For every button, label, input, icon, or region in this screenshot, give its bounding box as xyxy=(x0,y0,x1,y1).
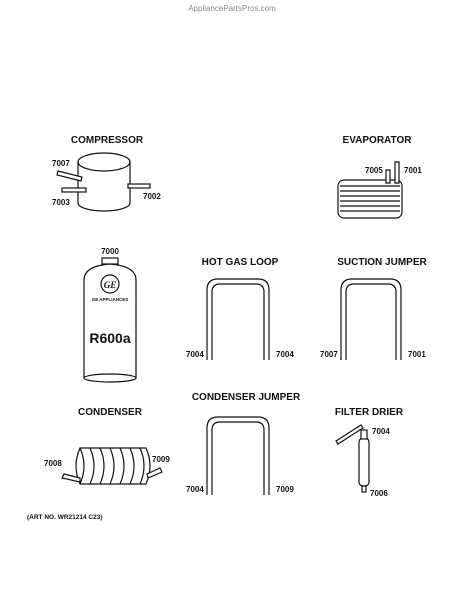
part-label-7001-jumper: 7001 xyxy=(408,350,426,359)
part-label-7004-left: 7004 xyxy=(186,350,204,359)
suction-jumper-group: SUCTION JUMPER 7007 7001 xyxy=(320,257,428,360)
part-label-7007-jumper: 7007 xyxy=(320,350,338,359)
part-label-7005: 7005 xyxy=(365,166,383,175)
hot-gas-loop-title: HOT GAS LOOP xyxy=(202,257,279,268)
part-label-7009: 7009 xyxy=(152,455,170,464)
part-label-7004-condenser-jumper: 7004 xyxy=(186,485,204,494)
refrigerant-group: 7000 GE GE APPLIANCES R600a xyxy=(83,247,137,383)
condenser-tube-7008 xyxy=(61,473,81,483)
evaporator-drawing[interactable] xyxy=(337,161,403,219)
filter-drier-drawing[interactable] xyxy=(335,424,370,493)
ge-logo-icon xyxy=(100,274,120,294)
site-watermark: AppliancePartsPros.com xyxy=(188,4,276,13)
filter-drier-title: FILTER DRIER xyxy=(335,407,404,418)
hot-gas-loop-group: HOT GAS LOOP 7004 7004 xyxy=(186,257,294,360)
part-label-7006: 7006 xyxy=(370,489,388,498)
refrigerant-can-drawing[interactable]: GE xyxy=(83,257,137,383)
condenser-group: CONDENSER 7008 7009 xyxy=(44,407,170,485)
evaporator-title: EVAPORATOR xyxy=(343,135,413,146)
filter-drier-group: FILTER DRIER 7004 7006 xyxy=(335,407,404,498)
part-label-7000: 7000 xyxy=(101,247,119,256)
compressor-group: COMPRESSOR 7007 7003 7002 xyxy=(52,135,161,212)
compressor-tube-7007 xyxy=(56,170,83,182)
compressor-drawing[interactable] xyxy=(56,152,151,212)
condenser-title: CONDENSER xyxy=(78,407,143,418)
condenser-drawing[interactable] xyxy=(61,447,163,485)
part-label-7001: 7001 xyxy=(404,166,422,175)
evaporator-group: EVAPORATOR 7005 7001 xyxy=(337,135,422,219)
filter-drier-tube-7004 xyxy=(335,424,364,445)
part-label-7004-drier: 7004 xyxy=(372,427,390,436)
condenser-tube-7009 xyxy=(146,467,163,479)
art-number: (ART NO. WR21214 C23) xyxy=(27,514,103,521)
svg-text:GE: GE xyxy=(104,280,117,290)
hot-gas-loop-drawing[interactable] xyxy=(206,278,270,360)
part-label-7007: 7007 xyxy=(52,159,70,168)
part-label-7008: 7008 xyxy=(44,459,62,468)
evaporator-tube-7005 xyxy=(385,169,391,184)
filter-drier-outlet-7006 xyxy=(361,485,367,493)
compressor-tube-7002 xyxy=(127,183,151,189)
part-label-7002: 7002 xyxy=(143,192,161,201)
compressor-title: COMPRESSOR xyxy=(71,135,144,146)
refrigerant-type: R600a xyxy=(89,330,130,346)
evaporator-tube-7001 xyxy=(394,161,400,184)
part-label-7009-condenser-jumper: 7009 xyxy=(276,485,294,494)
suction-jumper-drawing[interactable] xyxy=(340,278,402,360)
part-label-7003: 7003 xyxy=(52,198,70,207)
condenser-jumper-group: CONDENSER JUMPER 7004 7009 xyxy=(186,392,301,495)
refrigerant-brand: GE APPLIANCES xyxy=(92,297,129,302)
condenser-jumper-drawing[interactable] xyxy=(206,416,270,495)
compressor-tube-7003 xyxy=(61,187,87,193)
part-label-7004-right: 7004 xyxy=(276,350,294,359)
condenser-jumper-title: CONDENSER JUMPER xyxy=(192,392,301,403)
suction-jumper-title: SUCTION JUMPER xyxy=(337,257,427,268)
